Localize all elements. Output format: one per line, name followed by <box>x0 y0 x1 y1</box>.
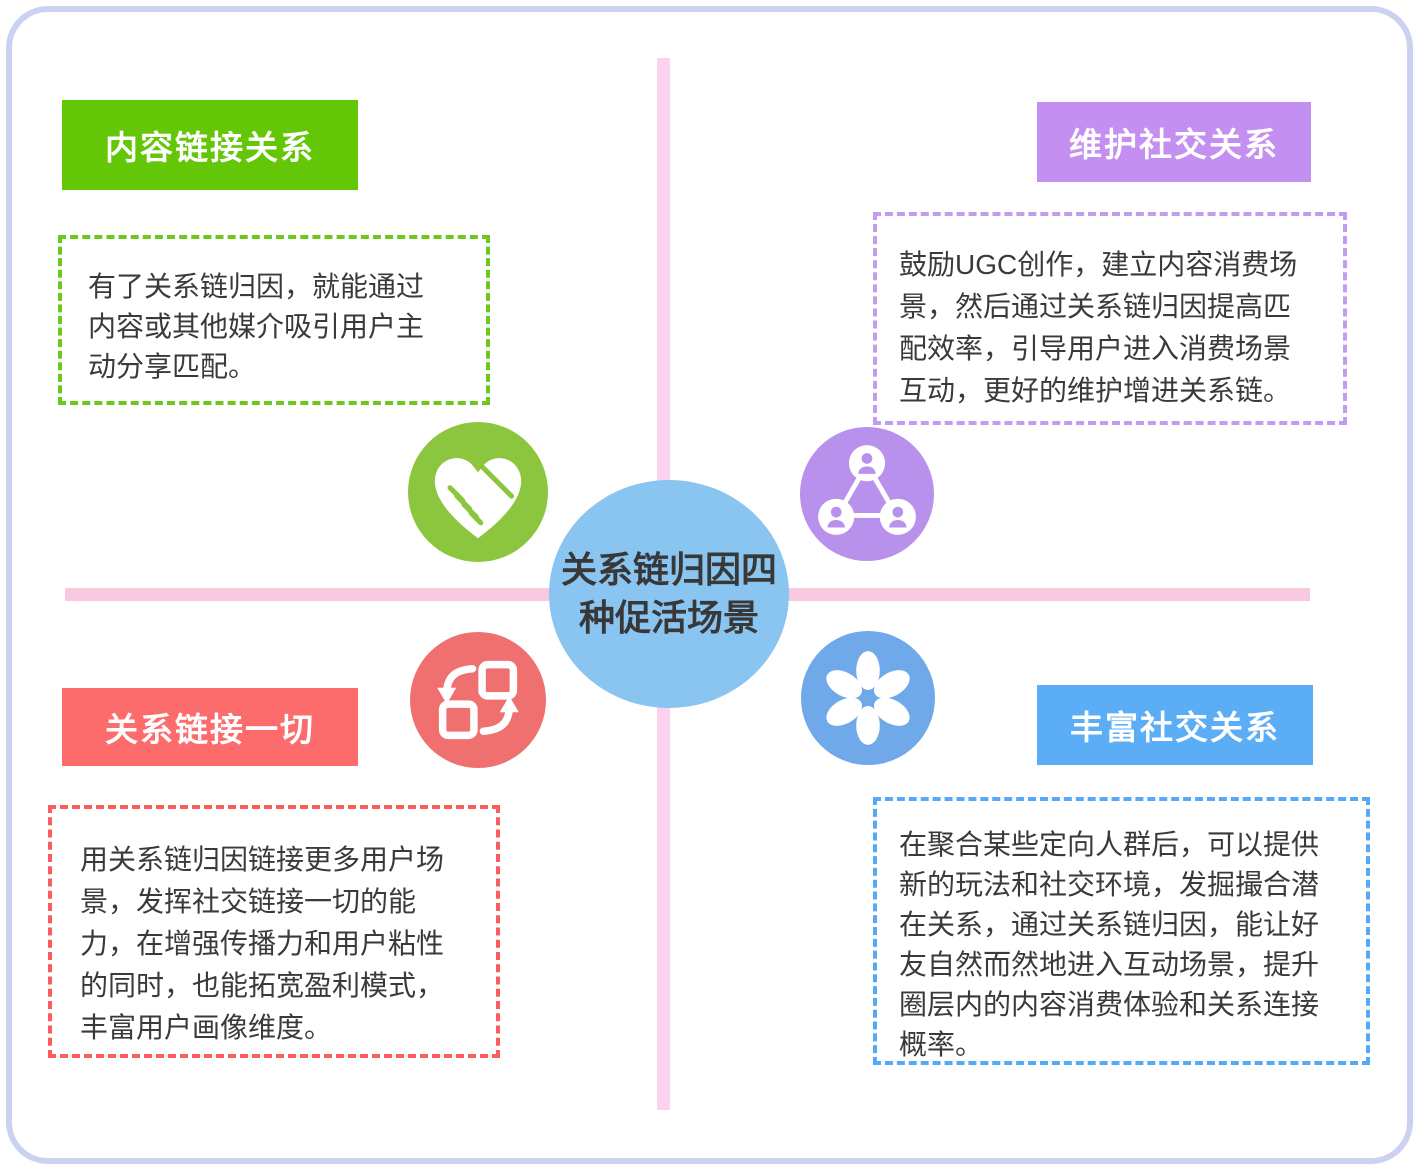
quadrant-description-bottom-left: 用关系链归因链接更多用户场 景，发挥社交链接一切的能 力，在增强传播力和用户粘性… <box>48 805 500 1058</box>
sync-squares-icon <box>410 632 546 768</box>
flower-icon <box>801 631 935 765</box>
quadrant-label-bottom-left: 关系链接一切 <box>62 688 358 766</box>
quadrant-description-bottom-right: 在聚合某些定向人群后，可以提供 新的玩法和社交环境，发掘撮合潜 在关系，通过关系… <box>873 797 1370 1065</box>
quadrant-label-bottom-right: 丰富社交关系 <box>1037 685 1313 765</box>
quadrant-label-top-left: 内容链接关系 <box>62 100 358 190</box>
heart-handshake-icon <box>408 422 548 562</box>
quadrant-description-top-left: 有了关系链归因，就能通过 内容或其他媒介吸引用户主 动分享匹配。 <box>58 235 490 405</box>
center-node-title: 关系链归因四 种促活场景 <box>549 480 789 708</box>
user-network-icon <box>800 427 934 561</box>
quadrant-description-top-right: 鼓励UGC创作，建立内容消费场 景，然后通过关系链归因提高匹 配效率，引导用户进… <box>873 212 1347 425</box>
quadrant-label-top-right: 维护社交关系 <box>1037 102 1311 182</box>
